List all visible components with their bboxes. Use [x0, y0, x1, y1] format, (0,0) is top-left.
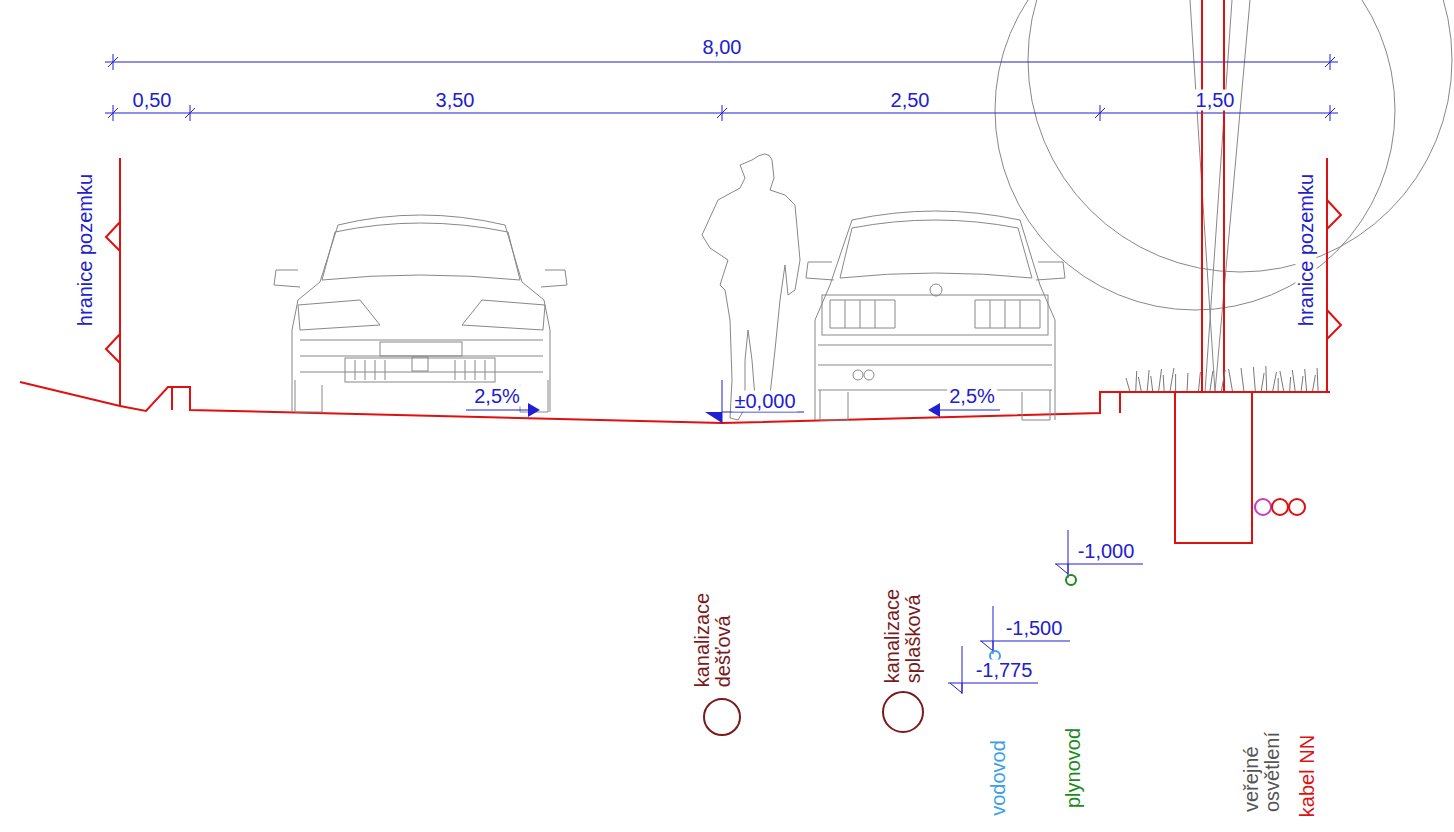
utility-label: kanalizace splašková	[882, 587, 924, 686]
boundary-label: hranice pozemku	[1296, 172, 1317, 328]
slope-label: 2,5%	[472, 386, 522, 407]
dimension-value: 1,50	[1194, 90, 1237, 111]
utility-label: vodovod	[988, 738, 1009, 818]
dimension-value: 0,50	[131, 90, 174, 111]
property-border	[106, 158, 1341, 406]
grass	[1126, 366, 1318, 392]
depth-markers	[948, 530, 1143, 694]
gas-pipe	[1066, 575, 1076, 585]
dimension-value: 2,50	[889, 90, 932, 111]
car-front	[274, 215, 567, 412]
pedestrian	[702, 154, 800, 420]
storm-sewer	[704, 699, 740, 735]
lighting-cable	[1255, 499, 1271, 515]
utility-label: kabel NN	[1297, 733, 1318, 819]
level-marker	[705, 380, 804, 423]
depth-label: -1,000	[1076, 541, 1137, 562]
light-pole	[1175, 0, 1252, 543]
utility-label: kanalizace dešťová	[692, 591, 734, 690]
depth-label: -1,500	[1004, 618, 1065, 639]
sanitary-sewer	[883, 692, 923, 732]
depth-label: -1,775	[974, 660, 1035, 681]
power-cable	[1272, 499, 1288, 515]
road-surface	[20, 382, 1330, 423]
curb	[171, 387, 173, 410]
utility-label: veřejné osvětlení	[1241, 730, 1283, 814]
boundary-label: hranice pozemku	[75, 172, 96, 328]
car-rear	[806, 211, 1065, 420]
power-cable	[1289, 499, 1305, 515]
tree	[995, 0, 1452, 392]
level-label: ±0,000	[732, 391, 797, 412]
slope-label: 2,5%	[947, 386, 997, 407]
dimension-value: 8,00	[701, 37, 744, 58]
utility-label: plynovod	[1063, 726, 1084, 810]
dimension-value: 3,50	[434, 90, 477, 111]
dimension-lines	[105, 54, 1338, 121]
